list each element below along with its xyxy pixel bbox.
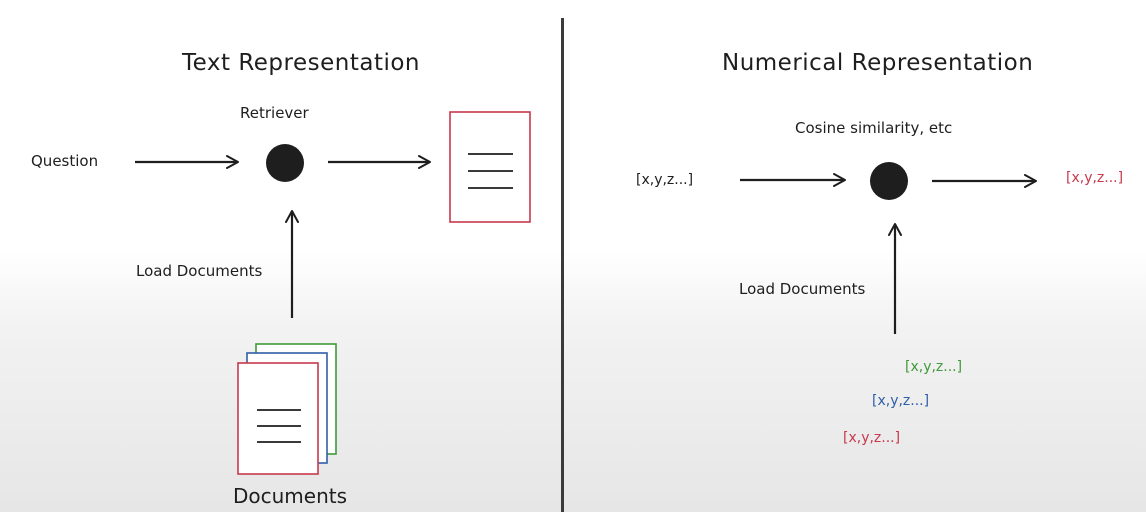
panel-divider <box>561 18 564 512</box>
numerical-representation-title: Numerical Representation <box>722 50 1034 76</box>
doc-vector-green: [x,y,z...] <box>905 359 963 375</box>
documents-stack-icon <box>237 343 337 475</box>
cosine-similarity-label: Cosine similarity, etc <box>795 119 953 137</box>
similarity-node <box>870 162 908 200</box>
doc-vector-blue: [x,y,z...] <box>872 393 930 409</box>
text-representation-title: Text Representation <box>182 50 421 76</box>
retriever-node <box>266 144 304 182</box>
result-vector-label: [x,y,z...] <box>1066 170 1124 186</box>
doc-vector-red: [x,y,z...] <box>843 430 901 446</box>
load-documents-vectors-label: Load Documents <box>739 280 866 298</box>
retrieved-document-icon <box>449 111 531 223</box>
question-label: Question <box>31 152 99 170</box>
query-vector-label: [x,y,z...] <box>636 172 694 188</box>
documents-label: Documents <box>233 484 348 508</box>
retriever-label: Retriever <box>240 104 309 122</box>
load-documents-label: Load Documents <box>136 262 263 280</box>
